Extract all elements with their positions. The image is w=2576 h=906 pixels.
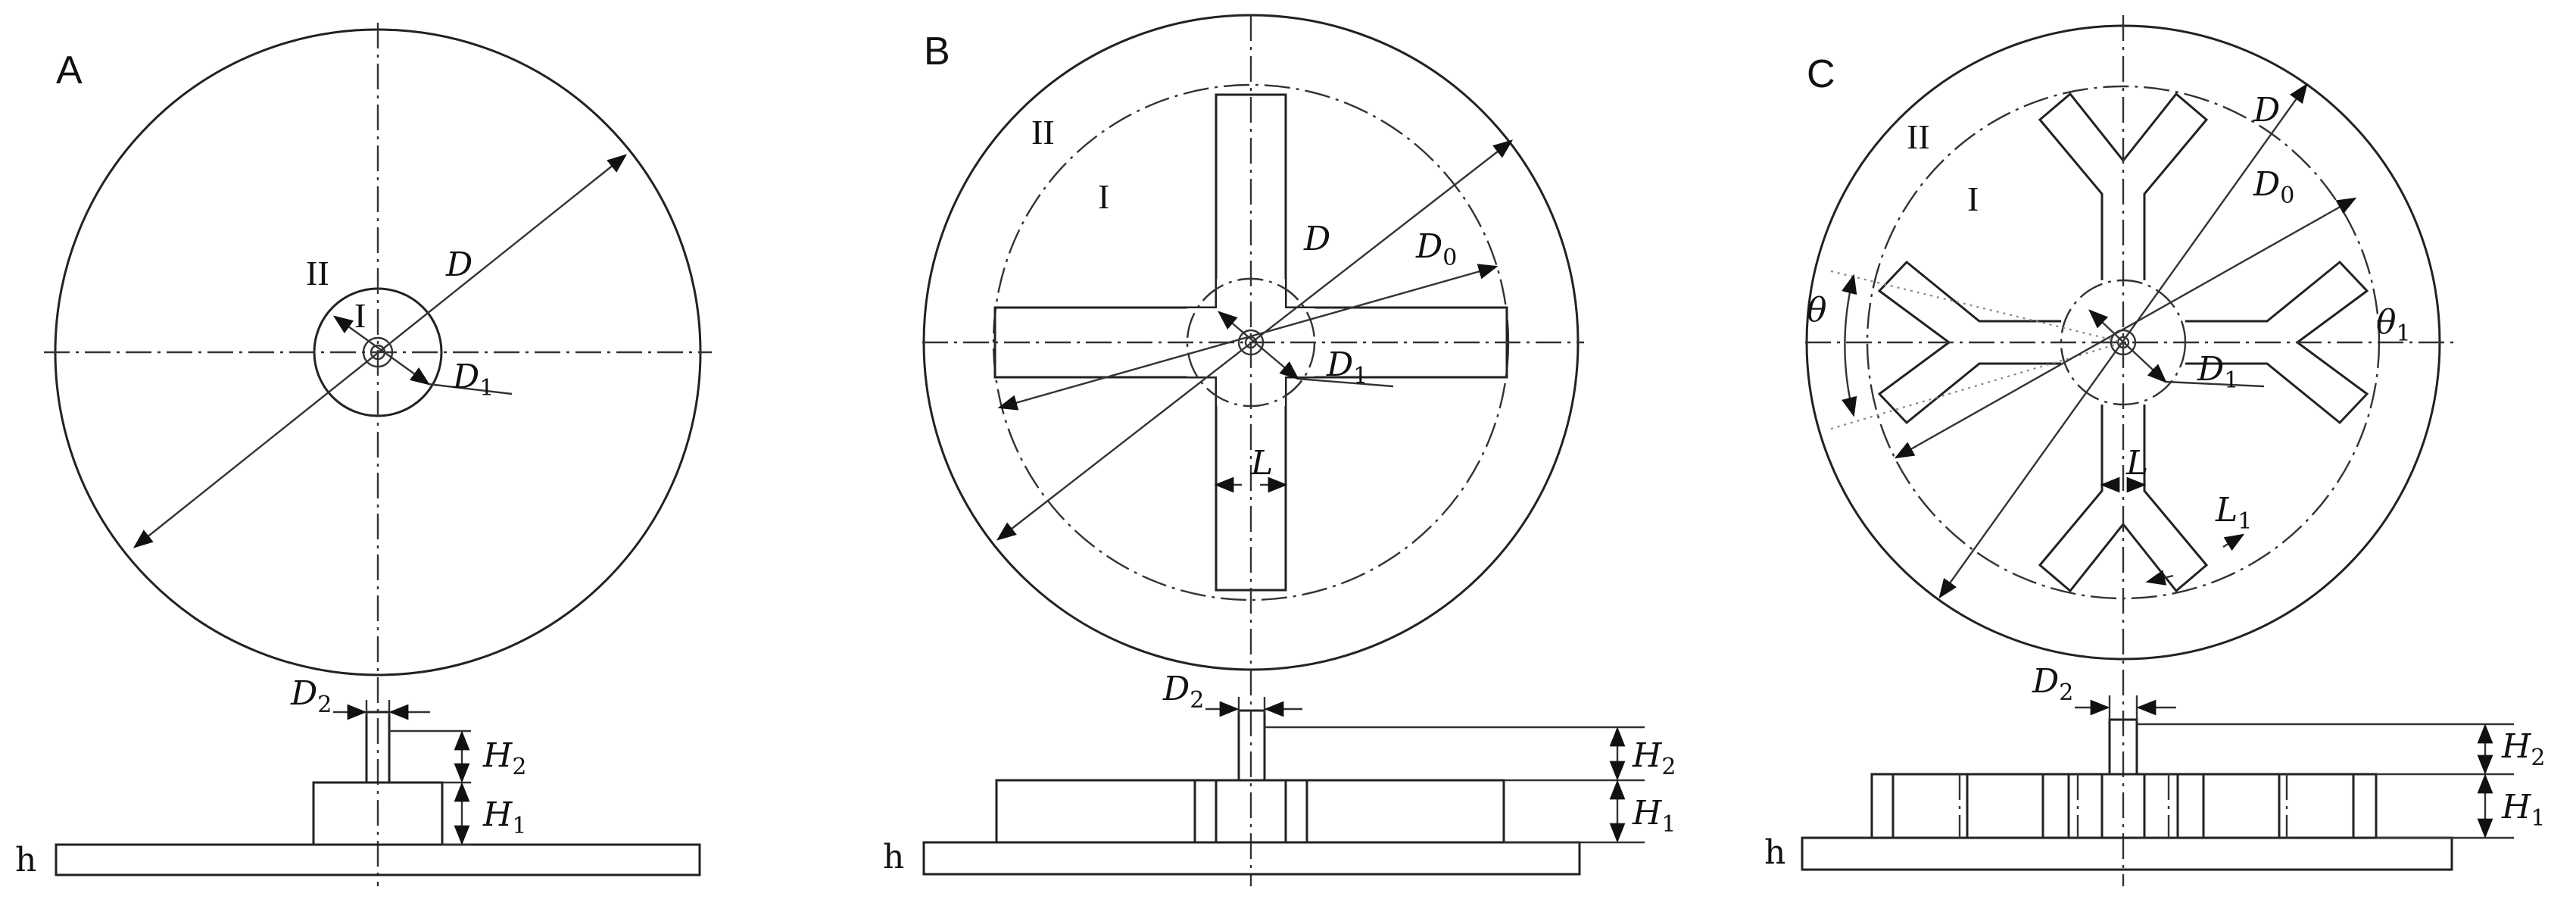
panel-a-top-view: II I D D1: [44, 23, 712, 886]
shaft-H2: [365, 711, 391, 784]
symbol-D1: D1: [2197, 350, 2238, 394]
panel-b-side-view: D2 H2 H1 h: [883, 670, 1676, 876]
panel-b: B II I D D0 D1 L: [883, 14, 1676, 886]
symbol-h: h: [15, 841, 36, 879]
theta-arc: [1842, 273, 1857, 417]
symbol-H2: H2: [1632, 736, 1676, 780]
dimension-D1-leader: [2165, 380, 2265, 388]
dimension-L1-arrow-a: [2222, 533, 2245, 551]
zone-label-I: I: [1967, 180, 1979, 218]
panel-a: A II I D D1: [15, 23, 712, 886]
symbol-H1: H1: [482, 795, 526, 839]
shaft-H2: [2108, 718, 2138, 776]
symbol-D0: D0: [2253, 165, 2294, 209]
symbol-D2: D2: [2032, 662, 2073, 706]
zone-label-II: II: [1031, 113, 1055, 152]
shaft-H2: [1237, 709, 1266, 782]
panel-b-label: B: [924, 30, 950, 73]
panel-c: C II: [1764, 15, 2545, 886]
zone-label-II: II: [306, 254, 329, 292]
zone-label-I: I: [354, 296, 366, 335]
blade-section-lines: [1891, 774, 2355, 838]
symbol-L: L: [1250, 444, 1273, 483]
symbol-D0: D0: [1415, 227, 1457, 271]
symbol-L: L: [2125, 444, 2148, 483]
symbol-H2: H2: [2501, 727, 2545, 771]
zone-label-I: I: [1098, 177, 1109, 216]
symbol-H2: H2: [482, 736, 526, 780]
symbol-D2: D2: [1162, 670, 1204, 714]
symbol-D: D: [2253, 91, 2280, 130]
dimension-D0-arrow: [1894, 197, 2357, 459]
symbol-theta: θ: [1807, 291, 1827, 330]
dimension-D1-arrow: [332, 315, 431, 386]
panel-b-top-view: II I D D0 D1 L: [922, 14, 1584, 886]
symbol-D: D: [445, 245, 472, 284]
symbol-D: D: [1303, 220, 1330, 258]
dimension-D1-arrow: [2088, 309, 2167, 383]
panel-a-side-view: D2 H2 H1 h: [15, 674, 701, 879]
base-plate: [1801, 836, 2453, 871]
panel-c-side-view: D2 H2 H1 h: [1764, 662, 2545, 872]
dimension-D1-arrow: [1218, 311, 1299, 380]
panel-a-label: A: [56, 48, 83, 92]
panel-c-top-view: II I D D0 D1 L L1 θ θ1: [1805, 15, 2453, 886]
symbol-D1: D1: [452, 358, 494, 401]
dimension-D-arrow: [133, 154, 628, 548]
symbol-L1: L1: [2215, 491, 2252, 535]
symbol-D2: D2: [290, 674, 332, 718]
dimension-L1-arrow-b: [2145, 570, 2174, 586]
symbol-h: h: [1764, 833, 1785, 872]
symbol-H1: H1: [1632, 794, 1676, 838]
dimension-D1-leader: [1297, 377, 1394, 388]
symbol-theta1: θ1: [2376, 303, 2411, 347]
zone-label-II: II: [1907, 117, 1930, 156]
panel-c-label: C: [1807, 52, 1835, 96]
dimension-D1-leader: [428, 383, 513, 395]
symbol-D1: D1: [1326, 345, 1368, 389]
symbol-h: h: [883, 838, 904, 876]
symbol-H1: H1: [2501, 788, 2545, 832]
